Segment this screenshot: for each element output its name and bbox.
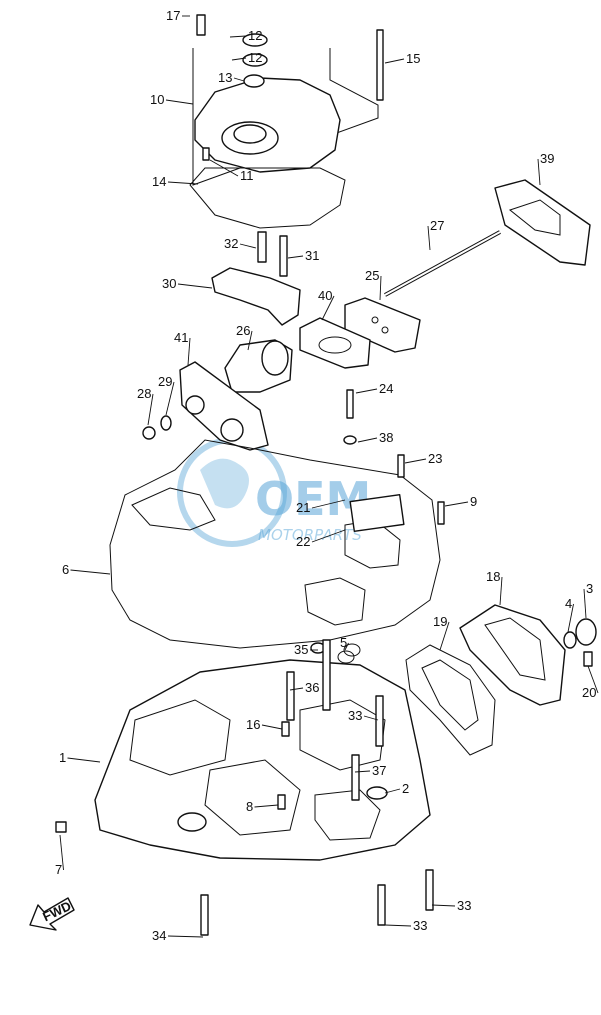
part-callout-31: 31 (305, 248, 319, 263)
leader-line-41 (187, 337, 191, 366)
part-callout-16: 16 (246, 717, 260, 732)
leader-line-16 (261, 724, 283, 730)
part-callout-32: 32 (224, 236, 238, 251)
leader-line-3 (583, 588, 587, 619)
leader-line-13 (233, 77, 245, 82)
part-callout-4: 4 (565, 596, 572, 611)
part-callout-15: 15 (406, 51, 420, 66)
leader-line-9 (444, 501, 469, 507)
leader-line-32 (239, 243, 257, 249)
leader-line-28 (147, 393, 154, 426)
leader-line-4 (567, 603, 574, 633)
part-callout-26: 26 (236, 323, 250, 338)
leader-line-8 (254, 804, 279, 808)
part-callout-3: 3 (586, 581, 593, 596)
right-side-parts (310, 604, 597, 756)
leader-line-15 (384, 58, 405, 64)
leader-line-10 (165, 99, 194, 105)
watermark-subtext: MOTORPARTS (258, 526, 362, 544)
part-callout-30: 30 (162, 276, 176, 291)
leader-line-22 (311, 529, 346, 543)
leader-line-24 (355, 388, 378, 394)
leader-line-2 (384, 788, 401, 794)
part-callout-2: 2 (402, 781, 409, 796)
part-callout-18: 18 (486, 569, 500, 584)
leader-lines (59, 15, 599, 938)
leader-line-29 (165, 381, 175, 416)
part-callout-22: 22 (296, 534, 310, 549)
leader-line-33 (431, 904, 456, 907)
part-callout-8: 8 (246, 799, 253, 814)
part-callout-14: 14 (152, 174, 166, 189)
leader-line-26 (247, 330, 253, 351)
shaft-and-plate (384, 179, 591, 297)
leader-line-7 (59, 834, 64, 871)
part-callout-24: 24 (379, 381, 393, 396)
part-callout-13: 13 (218, 70, 232, 85)
part-callout-33: 33 (413, 918, 427, 933)
leader-line-38 (357, 437, 378, 443)
part-callout-29: 29 (158, 374, 172, 389)
part-callout-27: 27 (430, 218, 444, 233)
leader-line-12 (231, 57, 247, 61)
leader-line-6 (70, 569, 111, 575)
part-callout-34: 34 (152, 928, 166, 943)
leader-line-5 (344, 642, 349, 651)
part-callout-41: 41 (174, 330, 188, 345)
part-callout-33: 33 (348, 708, 362, 723)
part-callout-19: 19 (433, 614, 447, 629)
part-callout-33: 33 (457, 898, 471, 913)
leader-line-27 (427, 225, 431, 251)
leader-line-11 (209, 159, 239, 177)
mid-upper-parts (142, 231, 421, 451)
leader-line-1 (67, 757, 101, 763)
part-callout-40: 40 (318, 288, 332, 303)
part-callout-12: 12 (248, 28, 262, 43)
leader-line-39 (537, 158, 541, 186)
part-callout-37: 37 (372, 763, 386, 778)
fwd-arrow-icon: FWD (29, 897, 75, 931)
part-callout-17: 17 (166, 8, 180, 23)
leader-line-21 (311, 499, 346, 509)
part-callout-21: 21 (296, 500, 310, 515)
part-callout-39: 39 (540, 151, 554, 166)
part-callout-6: 6 (62, 562, 69, 577)
leader-line-33 (384, 924, 412, 927)
leader-line-12 (229, 35, 247, 38)
part-callout-9: 9 (470, 494, 477, 509)
part-callout-20: 20 (582, 685, 596, 700)
leader-line-20 (587, 665, 599, 694)
part-callout-1: 1 (59, 750, 66, 765)
part-callout-36: 36 (305, 680, 319, 695)
leader-line-36 (289, 687, 304, 691)
gasket-6 (109, 439, 445, 649)
oil-pan-1 (55, 639, 434, 936)
leader-line-14 (167, 181, 199, 185)
part-callout-38: 38 (379, 430, 393, 445)
part-callout-5: 5 (340, 635, 347, 650)
leader-line-31 (287, 255, 304, 259)
part-callout-28: 28 (137, 386, 151, 401)
part-callout-25: 25 (365, 268, 379, 283)
leader-line-18 (499, 576, 503, 606)
part-callout-7: 7 (55, 862, 62, 877)
watermark: OEM MOTORPARTS (177, 437, 371, 547)
part-callout-10: 10 (150, 92, 164, 107)
part-callout-35: 35 (294, 642, 308, 657)
leader-line-25 (379, 275, 382, 301)
part-callout-23: 23 (428, 451, 442, 466)
top-cover-assembly (189, 14, 384, 229)
leader-line-19 (439, 621, 450, 651)
leader-line-37 (354, 770, 371, 773)
leader-line-34 (167, 935, 204, 938)
leader-line-40 (321, 295, 335, 321)
leader-line-33 (363, 715, 379, 721)
part-callout-12: 12 (248, 50, 262, 65)
part-callout-11: 11 (240, 168, 254, 183)
leader-line-23 (404, 458, 427, 464)
leader-line-30 (177, 283, 213, 289)
